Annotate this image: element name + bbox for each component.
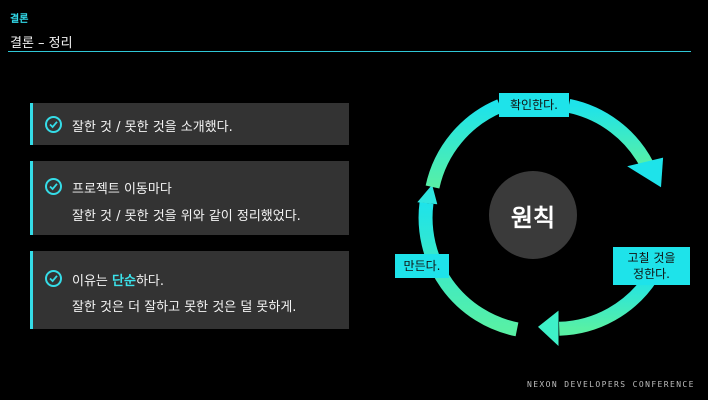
cycle-arrow-head-bottom — [538, 310, 559, 346]
cycle-arrow-head-right — [627, 157, 664, 188]
check-circle-icon — [45, 178, 62, 195]
conference-brand: NEXON DEVELOPERS CONFERENCE — [527, 380, 695, 389]
check-circle-icon — [45, 270, 62, 287]
summary-card-2: 프로젝트 이동마다 잘한 것 / 못한 것을 위와 같이 정리했었다. — [30, 161, 349, 235]
title-divider — [8, 51, 691, 52]
step-check-label: 확인한다. — [510, 98, 558, 112]
step-decide-fix-line-1: 고칠 것을 — [627, 251, 676, 265]
summary-card-3-line-2: 잘한 것은 더 잘하고 못한 것은 덜 못하게. — [72, 300, 297, 315]
cycle-arrow-top-left — [425, 99, 503, 189]
cycle-arrow-head-left — [417, 184, 438, 205]
step-make-label: 만든다. — [403, 259, 441, 273]
section-tag: 결론 — [10, 14, 29, 25]
cycle-arrow-left — [418, 202, 519, 337]
reason-prefix: 이유는 — [72, 274, 113, 289]
summary-card-3-line-1: 이유는 단순하다. — [72, 270, 164, 289]
reason-suffix: 하다. — [135, 274, 164, 289]
page-title: 결론 – 정리 — [10, 36, 73, 51]
step-decide-fix-line-2: 정한다. — [633, 267, 670, 281]
cycle-diagram — [417, 98, 664, 346]
principle-circle: 원칙 — [489, 171, 577, 259]
highlight-keyword: 단순 — [112, 274, 136, 289]
summary-card-2-line-1: 프로젝트 이동마다 — [72, 182, 172, 197]
step-decide-fix: 고칠 것을 정한다. — [613, 247, 690, 285]
principle-label: 원칙 — [510, 204, 556, 232]
check-circle-icon — [45, 116, 62, 133]
step-make: 만든다. — [395, 254, 449, 278]
step-check: 확인한다. — [499, 93, 569, 117]
summary-card-2-line-2: 잘한 것 / 못한 것을 위와 같이 정리했었다. — [72, 209, 301, 224]
summary-card-1-line-1: 잘한 것 / 못한 것을 소개했다. — [72, 120, 233, 135]
cycle-arrow-top-right — [567, 98, 654, 169]
summary-card-1: 잘한 것 / 못한 것을 소개했다. — [30, 103, 349, 145]
summary-card-3: 이유는 단순하다. 잘한 것은 더 잘하고 못한 것은 덜 못하게. — [30, 251, 349, 329]
cycle-arrow-bottom — [558, 273, 658, 336]
